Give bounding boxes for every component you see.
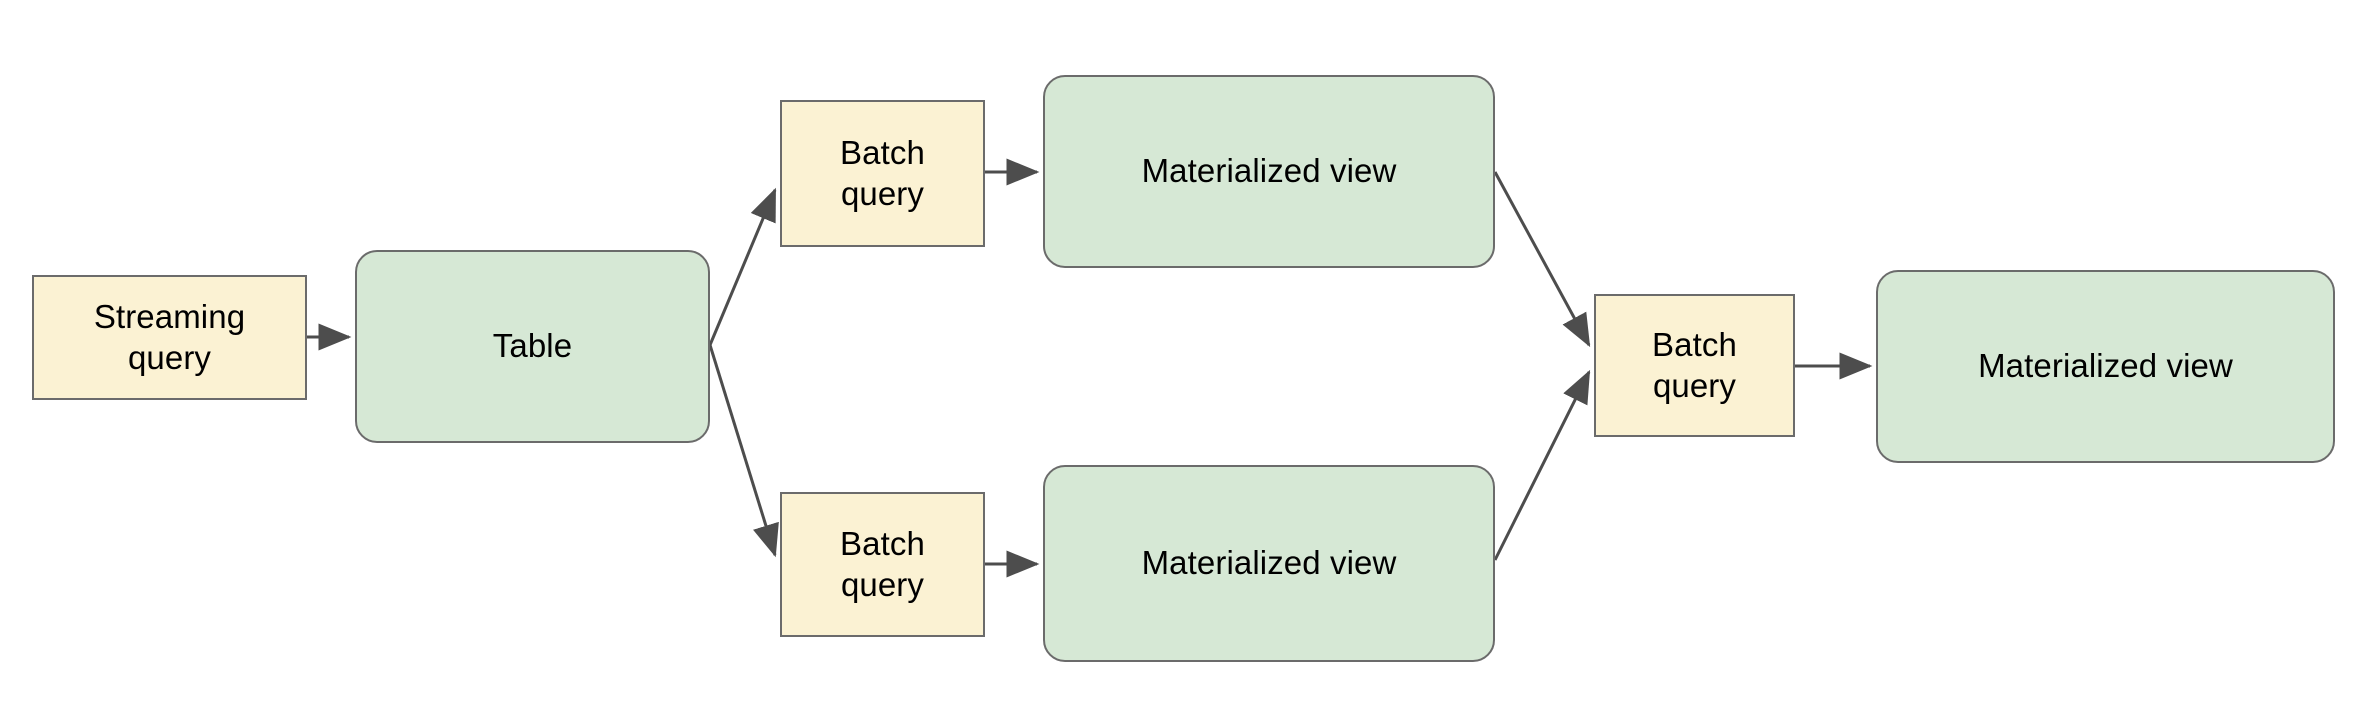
edge-table-to-batch-top	[708, 187, 777, 346]
node-batch-query-top[interactable]: Batch query	[780, 100, 985, 247]
node-label-batch-query-final: Batch query	[1652, 326, 1737, 404]
edge-mv-bottom-to-batch-final	[1493, 369, 1591, 561]
node-label-materialized-view-final: Materialized view	[1978, 347, 2233, 385]
edge-table-to-batch-bottom	[708, 344, 779, 558]
node-label-materialized-view-top: Materialized view	[1141, 152, 1397, 190]
node-materialized-view-final[interactable]: Materialized view	[1876, 270, 2335, 463]
edge-mv-top-to-batch-final	[1493, 171, 1591, 348]
node-label-materialized-view-bottom: Materialized view	[1141, 544, 1397, 582]
node-materialized-view-bottom[interactable]: Materialized view	[1043, 465, 1495, 662]
node-label-streaming-query: Streaming query	[93, 298, 246, 376]
node-label-batch-query-bottom: Batch query	[840, 525, 925, 603]
node-batch-query-bottom[interactable]: Batch query	[780, 492, 985, 637]
node-label-table: Table	[492, 327, 573, 365]
node-streaming-query[interactable]: Streaming query	[32, 275, 307, 400]
node-label-batch-query-top: Batch query	[840, 134, 925, 212]
node-batch-query-final[interactable]: Batch query	[1594, 294, 1795, 437]
node-materialized-view-top[interactable]: Materialized view	[1043, 75, 1495, 268]
node-table[interactable]: Table	[355, 250, 710, 443]
